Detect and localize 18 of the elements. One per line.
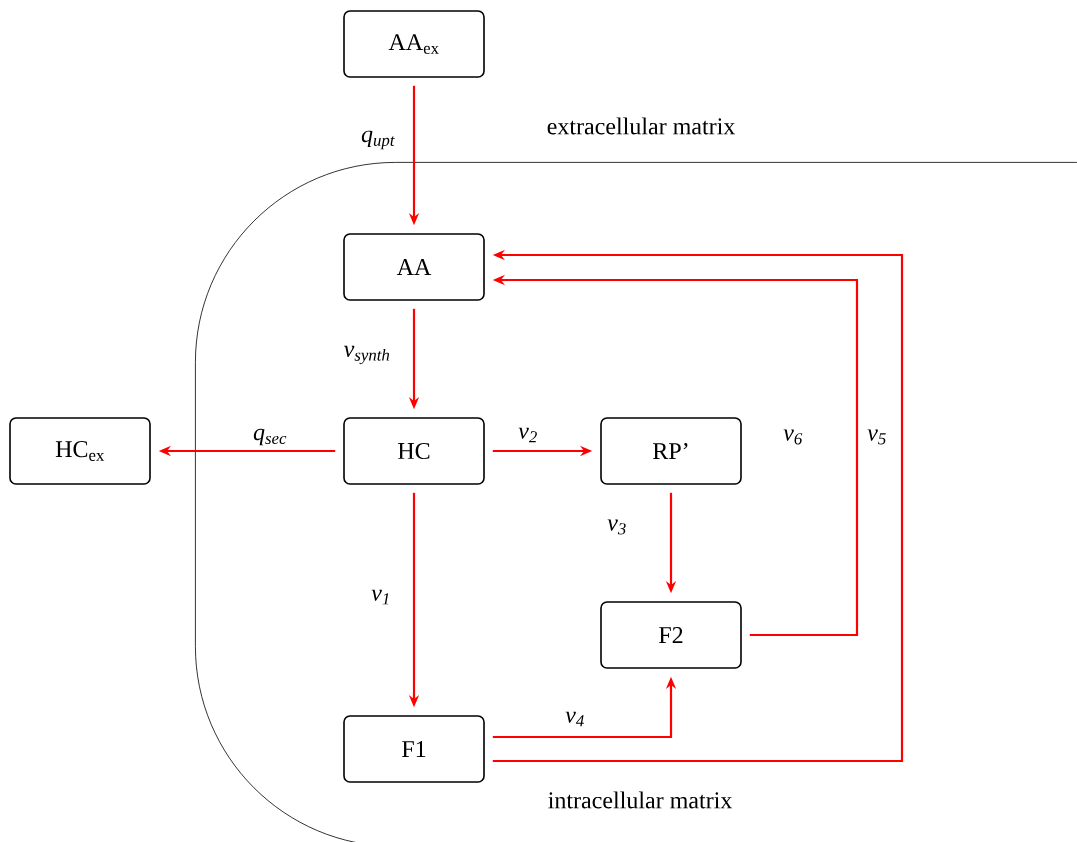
edge-label: v$_{synth}$ (342, 344, 392, 366)
edge-label: v$_{3}$ (606, 518, 628, 536)
process-box: AA$_{ex}$ (343, 10, 485, 78)
process-box: AA (343, 233, 485, 301)
edge-label: q$_{sec}$ (252, 427, 288, 447)
edge-label: v$_{2}$ (517, 426, 539, 444)
edge-label: q$_{upt}$ (360, 129, 396, 151)
region-label: intracellular matrix (548, 791, 733, 809)
process-box: RP’ (600, 417, 742, 485)
edge-label: v$_{1}$ (370, 588, 392, 606)
process-box: F1 (343, 715, 485, 783)
region-label: extracellular matrix (547, 117, 736, 135)
process-box: F2 (600, 601, 742, 669)
edge-label: v$_{4}$ (564, 710, 586, 728)
process-box: HC (343, 417, 485, 485)
edge-label: v$_{6}$ (782, 428, 804, 446)
process-box: HC$_{ex}$ (9, 417, 151, 485)
edge-label: v$_{5}$ (866, 428, 888, 446)
